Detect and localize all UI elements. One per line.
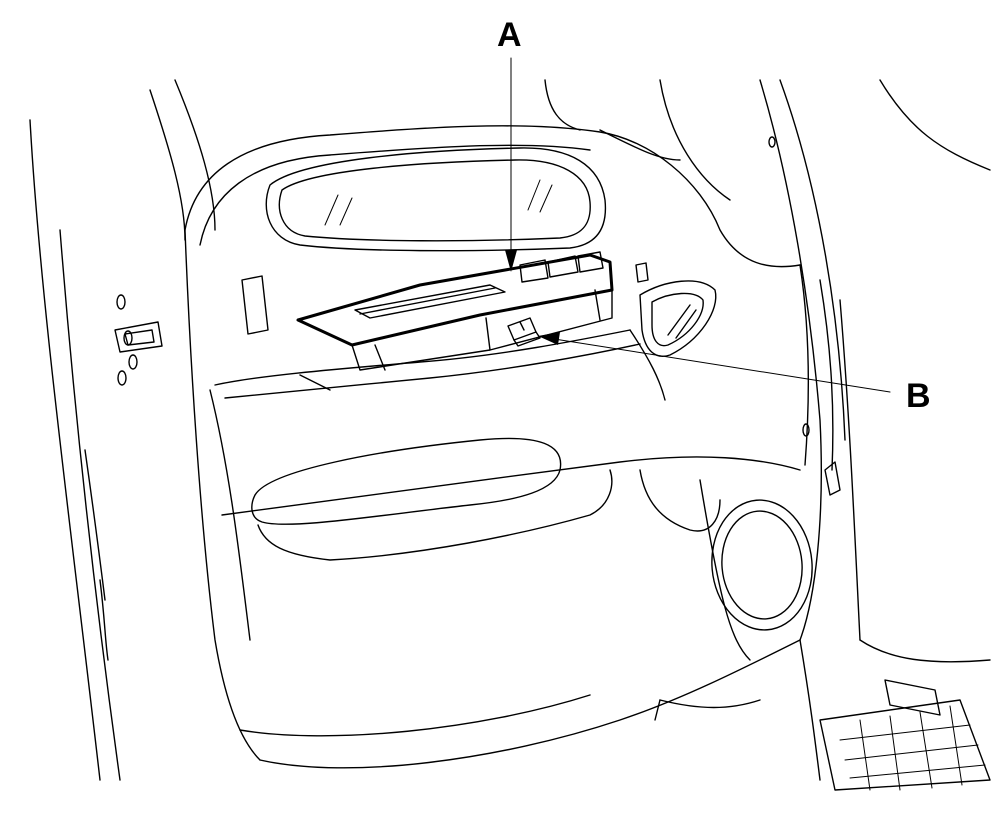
arrow-b-head xyxy=(538,332,560,345)
left-trim-slot xyxy=(241,275,269,335)
callout-leaders xyxy=(505,57,891,393)
armrest xyxy=(214,329,666,401)
power-window-switch-panel xyxy=(296,251,614,371)
window-recess xyxy=(265,147,607,252)
inner-door-handle xyxy=(635,262,717,357)
door-latch-holes xyxy=(114,294,163,386)
callout-label-b: B xyxy=(906,377,931,415)
callout-label-a: A xyxy=(497,16,522,54)
door-map-pocket xyxy=(221,437,801,561)
switch-connector xyxy=(507,317,541,347)
door-trim-panel xyxy=(184,125,801,769)
floor-step-plate xyxy=(654,639,991,791)
body-frame-right xyxy=(544,79,991,663)
speaker-grille xyxy=(699,479,813,661)
door-frame-left xyxy=(29,79,216,781)
arrow-a-head xyxy=(505,250,517,272)
